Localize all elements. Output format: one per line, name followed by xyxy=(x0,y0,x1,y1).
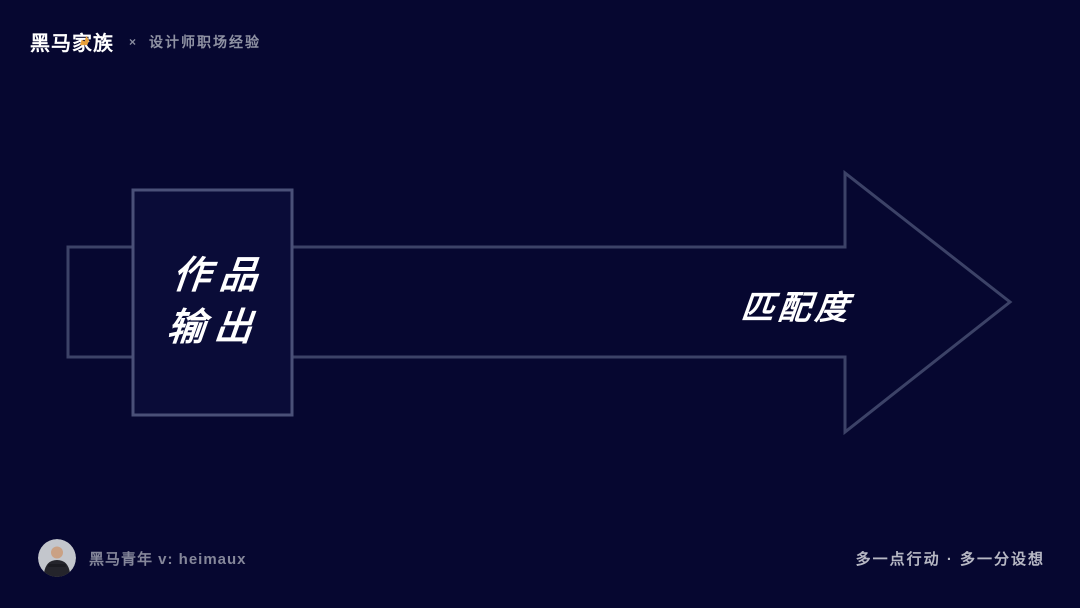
multiply-separator-icon: × xyxy=(129,34,137,49)
brand-logo-text: 黑马家族 xyxy=(30,33,114,55)
output-box-shape xyxy=(131,188,294,417)
horse-accent-icon xyxy=(79,35,90,46)
footer-author: 黑马青年 v: heimaux xyxy=(38,539,247,577)
arrow-label: 匹配度 xyxy=(739,289,855,326)
output-box-label-line2: 输出 xyxy=(165,306,264,349)
brand-logo: 黑马家族 xyxy=(30,27,114,56)
output-box-label-line1: 作品 xyxy=(170,254,270,297)
author-handle: 黑马青年 v: heimaux xyxy=(89,550,247,568)
header: 黑马家族 × 设计师职场经验 xyxy=(30,27,261,56)
output-box-label: 作品 输出 xyxy=(121,190,304,415)
slide-topic: 设计师职场经验 xyxy=(149,33,262,50)
author-avatar xyxy=(38,539,76,577)
slogan: 多一点行动 · 多一分设想 xyxy=(855,550,1045,568)
